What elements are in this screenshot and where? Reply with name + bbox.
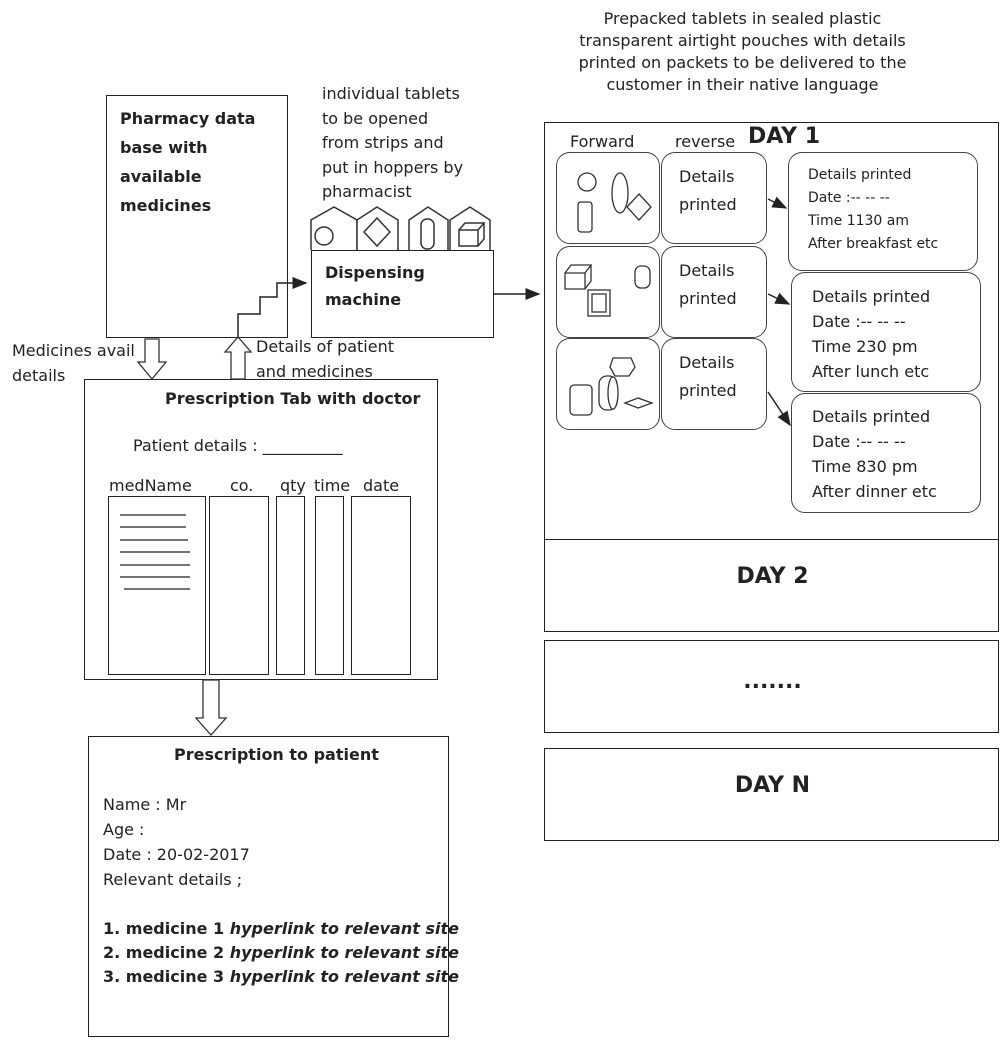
- hopper-2-tablet-icon: [362, 216, 392, 248]
- forward-label: Forward: [570, 132, 635, 151]
- details-of-patient-arrow: [223, 336, 253, 380]
- stepped-connector-arrow: [237, 277, 308, 337]
- column-header-medname: medName: [109, 476, 192, 495]
- prescription-date: Date : 20-02-2017: [103, 845, 250, 864]
- date-column: [351, 496, 411, 675]
- medicine-hyperlink[interactable]: hyperlink to relevant site: [229, 967, 459, 986]
- pouch-1-tablets: [577, 172, 652, 233]
- prescription-to-patient-box: Prescription to patient Name : Mr Age : …: [88, 736, 459, 1037]
- medicines-avail-label: Medicines avail details: [12, 341, 135, 385]
- detail-arrow-2: [767, 292, 791, 305]
- patient-age: Age :: [103, 820, 145, 839]
- dispensing-machine-box: Dispensing machine: [311, 250, 494, 338]
- medicine-label: 1. medicine 1: [103, 919, 225, 938]
- day2-box: DAY 2: [544, 539, 999, 632]
- detail-date: Date :-- -- --: [812, 432, 906, 451]
- prescription-to-patient-title: Prescription to patient: [174, 745, 379, 764]
- medicines-avail-arrow: [136, 338, 168, 381]
- detail-time: Time 830 pm: [812, 457, 918, 476]
- medicine-hyperlink[interactable]: hyperlink to relevant site: [229, 919, 459, 938]
- hopper-1-tablet-icon: [314, 226, 334, 246]
- day1-title: DAY 1: [748, 124, 821, 149]
- detail-pouch-3: Details printed Date :-- -- -- Time 830 …: [791, 393, 981, 513]
- hopper-note: individual tablets to be opened from str…: [322, 84, 464, 201]
- column-header-co: co.: [230, 476, 254, 495]
- detail-date: Date :-- -- --: [808, 190, 890, 206]
- details-of-patient-label: Details of patient and medicines: [256, 337, 394, 381]
- pouch-2-tablets: [564, 264, 651, 317]
- medicine-item-1: 1. medicine 1 hyperlink to relevant site: [103, 917, 459, 941]
- detail-note: After lunch etc: [812, 362, 930, 381]
- medname-column: [108, 496, 206, 675]
- dayn-box: DAY N: [544, 748, 999, 841]
- time-column: [315, 496, 344, 675]
- pharmacy-database-label: Pharmacy data base with available medici…: [120, 109, 256, 215]
- reverse-pouch-1: Details printed: [661, 152, 767, 244]
- hopper-4-tablet-icon: [458, 222, 486, 247]
- detail-pouch-1: Details printed Date :-- -- -- Time 1130…: [788, 152, 978, 271]
- detail-title: Details printed: [812, 407, 931, 426]
- day2-label: DAY 2: [736, 564, 809, 589]
- patient-name: Name : Mr: [103, 795, 187, 814]
- medicine-item-3: 3. medicine 3 hyperlink to relevant site: [103, 965, 459, 989]
- prescription-tab-box: Prescription Tab with doctor Patient det…: [84, 379, 438, 680]
- medicine-hyperlink[interactable]: hyperlink to relevant site: [229, 943, 459, 962]
- dispensing-machine-label: Dispensing machine: [325, 263, 425, 309]
- dayn-label: DAY N: [734, 773, 811, 798]
- column-header-qty: qty: [280, 476, 306, 495]
- detail-note: After dinner etc: [812, 482, 937, 501]
- top-caption: Prepacked tablets in sealed plastic tran…: [578, 9, 907, 94]
- detail-arrow-1: [767, 196, 788, 209]
- medname-column-lines: [120, 514, 190, 590]
- column-header-date: date: [363, 476, 400, 495]
- detail-pouch-2: Details printed Date :-- -- -- Time 230 …: [791, 272, 981, 392]
- reverse-label: reverse: [675, 132, 736, 151]
- ellipsis-day-label: .......: [743, 669, 802, 694]
- detail-time: Time 230 pm: [812, 337, 918, 356]
- column-header-time: time: [314, 476, 351, 495]
- pouch-3-tablets: [569, 357, 654, 416]
- pharmacy-database-box: Pharmacy data base with available medici…: [106, 95, 288, 338]
- reverse-pouch-3: Details printed: [661, 338, 767, 430]
- reverse-pouch-label: Details printed: [679, 261, 737, 308]
- medicine-label: 2. medicine 2: [103, 943, 225, 962]
- patient-details-field: Patient details : __________: [133, 436, 343, 455]
- prescription-tab-title: Prescription Tab with doctor: [165, 389, 421, 408]
- medicine-label: 3. medicine 3: [103, 967, 225, 986]
- detail-date: Date :-- -- --: [812, 312, 906, 331]
- detail-note: After breakfast etc: [808, 236, 939, 252]
- hopper-3-tablet-icon: [420, 218, 435, 250]
- co-column: [209, 496, 269, 675]
- relevant-details: Relevant details ;: [103, 870, 243, 889]
- detail-title: Details printed: [812, 287, 931, 306]
- hopper-icons: [310, 206, 491, 250]
- ellipsis-day-box: .......: [544, 640, 999, 733]
- reverse-pouch-2: Details printed: [661, 246, 767, 338]
- medicine-item-2: 2. medicine 2 hyperlink to relevant site: [103, 941, 459, 965]
- detail-arrow-3: [767, 391, 791, 427]
- qty-column: [276, 496, 305, 675]
- prescription-down-arrow: [194, 679, 228, 736]
- detail-time: Time 1130 am: [808, 213, 910, 229]
- reverse-pouch-label: Details printed: [679, 167, 737, 214]
- detail-title: Details printed: [808, 167, 912, 183]
- reverse-pouch-label: Details printed: [679, 353, 737, 400]
